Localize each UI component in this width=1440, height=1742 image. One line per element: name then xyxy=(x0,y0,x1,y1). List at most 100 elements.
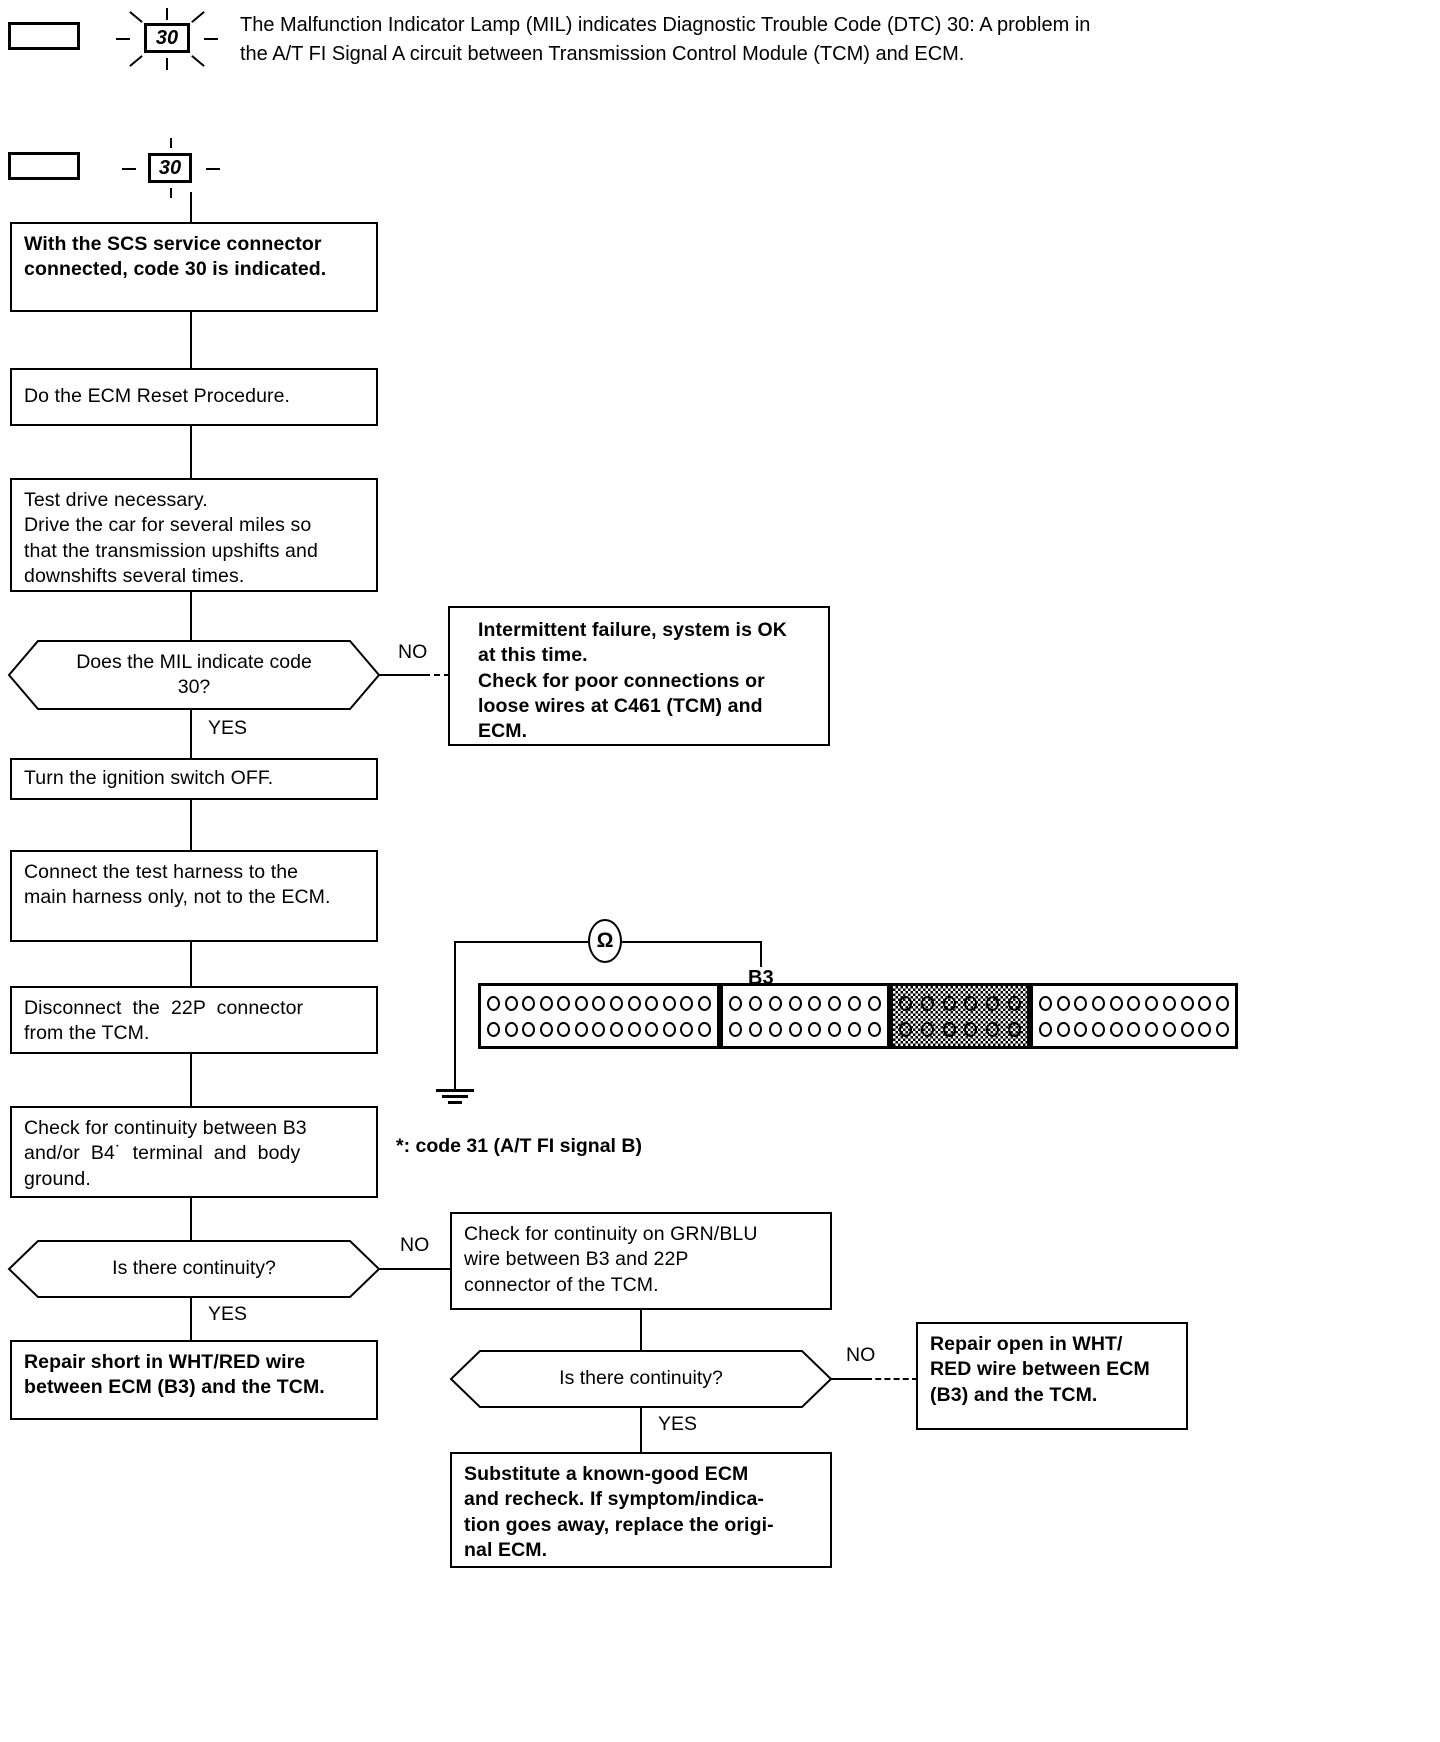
header-description-line1: The Malfunction Indicator Lamp (MIL) ind… xyxy=(240,14,1091,36)
connector-segment-1 xyxy=(478,983,720,1049)
pin-row-bottom xyxy=(729,1021,881,1037)
decision-continuity1-yes-label: YES xyxy=(208,1303,248,1325)
pin xyxy=(986,1021,1000,1037)
result-intermittent-line4: loose wires at C461 (TCM) and xyxy=(478,695,763,718)
header-description-line2: the A/T FI Signal A circuit between Tran… xyxy=(240,43,965,65)
decision-continuity1-line1: Is there continuity? xyxy=(112,1257,276,1280)
connector-line xyxy=(190,192,192,222)
decision-mil-yes-label: YES xyxy=(208,717,248,739)
pin xyxy=(662,1021,676,1037)
pin xyxy=(788,1021,802,1037)
pin xyxy=(1215,995,1229,1011)
step-testdrive-line4: downshifts several times. xyxy=(24,565,245,588)
connector-line xyxy=(640,1408,642,1452)
ground-wire xyxy=(454,941,456,1091)
step-ignition-line1: Turn the ignition switch OFF. xyxy=(24,767,274,790)
pin xyxy=(557,995,571,1011)
decision-mil-text: Does the MIL indicate code 30? xyxy=(8,640,380,710)
pin xyxy=(808,995,822,1011)
pin xyxy=(557,1021,571,1037)
pin xyxy=(920,1021,934,1037)
step-grnblu-line1: Check for continuity on GRN/BLU xyxy=(464,1223,758,1245)
step-testdrive-line3: that the transmission upshifts and xyxy=(24,539,318,562)
pin xyxy=(1007,1021,1021,1037)
pin xyxy=(574,1021,588,1037)
pin xyxy=(592,995,606,1011)
step-testdrive-box: Test drive necessary. Drive the car for … xyxy=(10,478,378,592)
step-scs-line2: connected, code 30 is indicated. xyxy=(24,258,327,281)
result-open-box: Repair open in WHT/ RED wire between ECM… xyxy=(916,1322,1188,1430)
result-substitute-line2: and recheck. If symptom/indica- xyxy=(464,1488,765,1511)
pin xyxy=(1215,1021,1229,1037)
connector-line xyxy=(190,426,192,478)
ohmmeter-icon: Ω xyxy=(588,919,622,963)
pin xyxy=(1007,995,1021,1011)
result-short-box: Repair short in WHT/RED wire between ECM… xyxy=(10,1340,378,1420)
connector-segment-4 xyxy=(1030,983,1238,1049)
pin xyxy=(768,995,782,1011)
step-grnblu-box: Check for continuity on GRN/BLU wire bet… xyxy=(450,1212,832,1310)
pin xyxy=(645,1021,659,1037)
pin xyxy=(1109,995,1123,1011)
pin-row-top xyxy=(729,995,881,1011)
pin-row-bottom xyxy=(487,1021,711,1037)
footnote-code31: *: code 31 (A/T FI signal B) xyxy=(396,1135,642,1157)
step-grnblu-line2: wire between B3 and 22P xyxy=(464,1248,689,1271)
connector-line xyxy=(830,1378,872,1380)
pin xyxy=(592,1021,606,1037)
pin xyxy=(848,1021,862,1037)
step-reset-box: Do the ECM Reset Procedure. xyxy=(10,368,378,426)
pin xyxy=(627,995,641,1011)
mil-lamp-icon xyxy=(8,22,80,50)
decision-mil-line1: Does the MIL indicate code xyxy=(76,650,312,673)
step-disconnect-line2: from the TCM. xyxy=(24,1022,150,1045)
pin xyxy=(539,1021,553,1037)
pin xyxy=(487,1021,500,1037)
pin xyxy=(1056,995,1070,1011)
pin xyxy=(522,995,536,1011)
chassis-ground-icon xyxy=(436,1089,474,1092)
connector-line xyxy=(190,312,192,368)
step-testdrive-line1: Test drive necessary. xyxy=(24,489,208,511)
result-substitute-line3: tion goes away, replace the origi- xyxy=(464,1513,774,1536)
pin xyxy=(828,995,842,1011)
pin xyxy=(1127,1021,1141,1037)
pin xyxy=(748,1021,762,1037)
pin xyxy=(662,995,676,1011)
pin-row-bottom xyxy=(899,1021,1021,1037)
connector-test-diagram: Ω B3 xyxy=(436,919,1238,1115)
pin xyxy=(748,995,762,1011)
result-intermittent-line2: at this time. xyxy=(478,644,588,667)
result-open-line1: Repair open in WHT/ xyxy=(930,1333,1123,1355)
decision-continuity1-hex: Is there continuity? xyxy=(7,1240,381,1298)
pin xyxy=(504,1021,518,1037)
decision-continuity2-no-label: NO xyxy=(846,1344,876,1366)
pin xyxy=(986,995,1000,1011)
step-continuity-line3: ground. xyxy=(24,1167,91,1190)
pin-row-top xyxy=(487,995,711,1011)
dtc-code-badge: 30 xyxy=(144,23,190,53)
dtc-code-badge-start: 30 xyxy=(148,153,192,183)
connector-line-dashed xyxy=(866,1378,918,1380)
pin xyxy=(1162,995,1176,1011)
pin xyxy=(1074,1021,1088,1037)
pin xyxy=(729,1021,742,1037)
start-code-badge-group: 30 xyxy=(122,138,222,198)
pin xyxy=(487,995,500,1011)
meter-wire-right xyxy=(622,941,762,943)
pin xyxy=(920,995,934,1011)
decision-mil-line2: 30? xyxy=(177,676,211,698)
connector-line xyxy=(190,1298,192,1340)
pin xyxy=(768,1021,782,1037)
pin xyxy=(964,995,978,1011)
pin xyxy=(1162,1021,1176,1037)
connector-line xyxy=(190,710,192,760)
pin xyxy=(1092,995,1106,1011)
pin xyxy=(610,995,624,1011)
step-continuity-line1: Check for continuity between B3 xyxy=(24,1117,307,1139)
pin xyxy=(610,1021,624,1037)
pin xyxy=(574,995,588,1011)
pin xyxy=(1039,1021,1052,1037)
result-substitute-line4: nal ECM. xyxy=(464,1539,548,1562)
step-harness-line2: main harness only, not to the ECM. xyxy=(24,886,331,909)
